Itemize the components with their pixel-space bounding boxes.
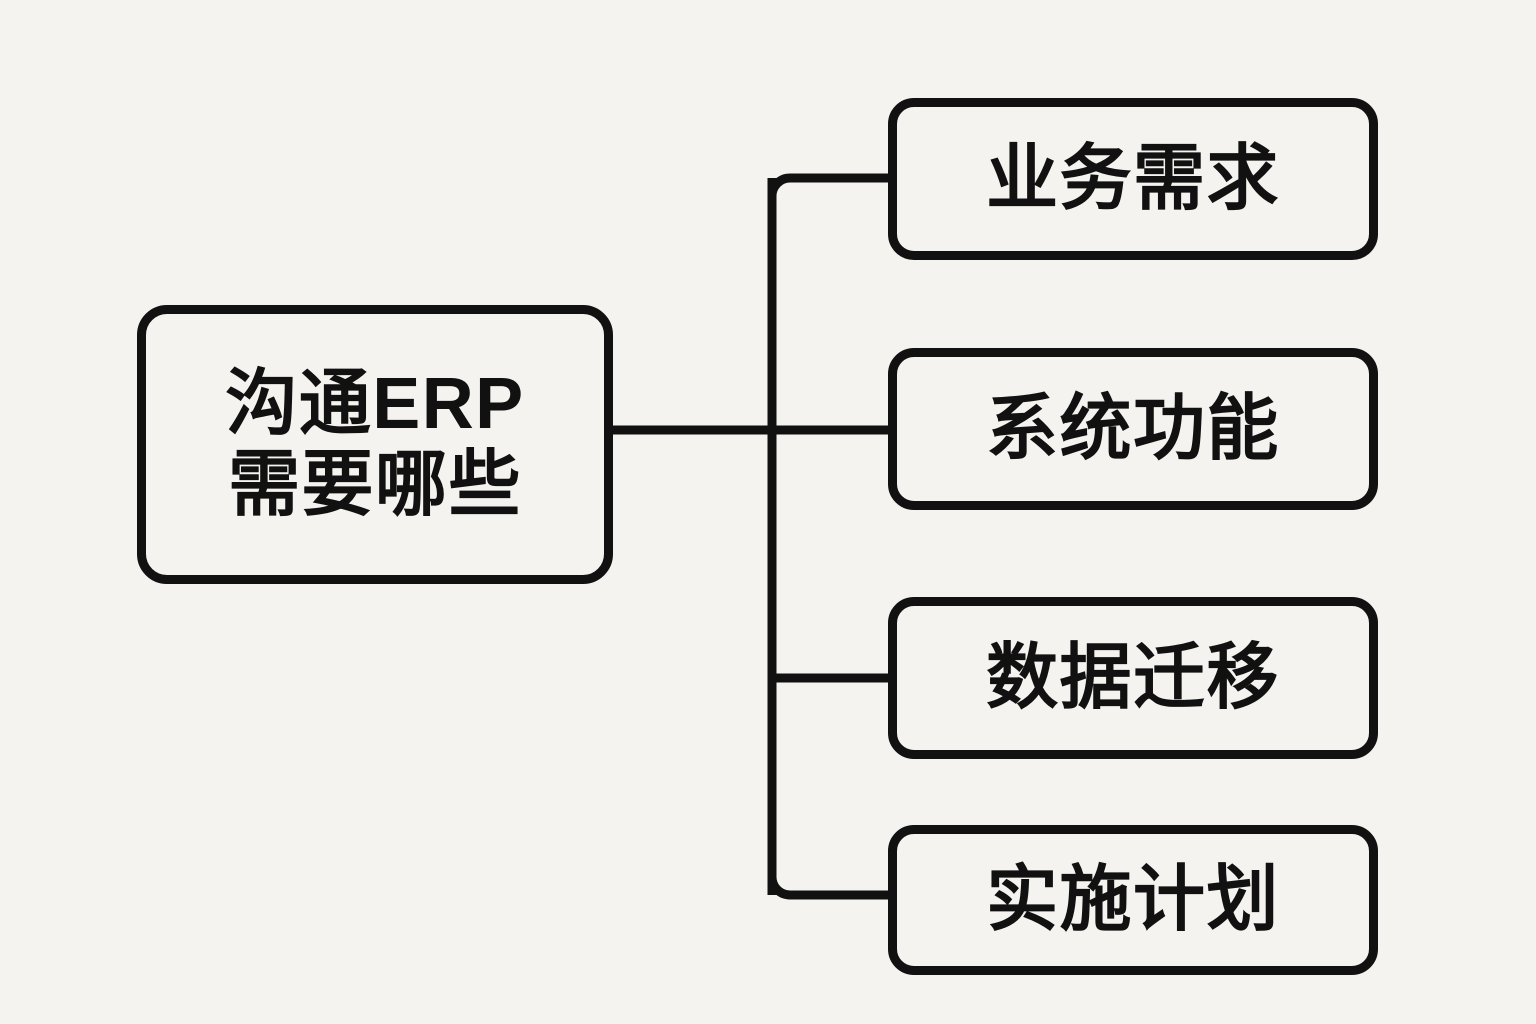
child-node-data-migration[interactable]: 数据迁移 <box>888 597 1378 759</box>
child-node-label: 业务需求 <box>986 139 1280 219</box>
child-node-label: 系统功能 <box>986 389 1280 469</box>
connector-branch-1 <box>767 173 888 197</box>
root-node-label-line2: 需要哪些 <box>228 444 522 525</box>
root-node-label-line1: 沟通ERP <box>225 363 525 444</box>
root-node[interactable]: 沟通ERP 需要哪些 <box>137 305 613 584</box>
child-node-implementation-plan[interactable]: 实施计划 <box>888 825 1378 975</box>
child-node-business-requirements[interactable]: 业务需求 <box>888 98 1378 260</box>
child-node-label: 数据迁移 <box>986 638 1280 718</box>
child-node-label: 实施计划 <box>986 860 1280 940</box>
connector-branch-4 <box>767 876 888 900</box>
child-node-system-functions[interactable]: 系统功能 <box>888 348 1378 510</box>
